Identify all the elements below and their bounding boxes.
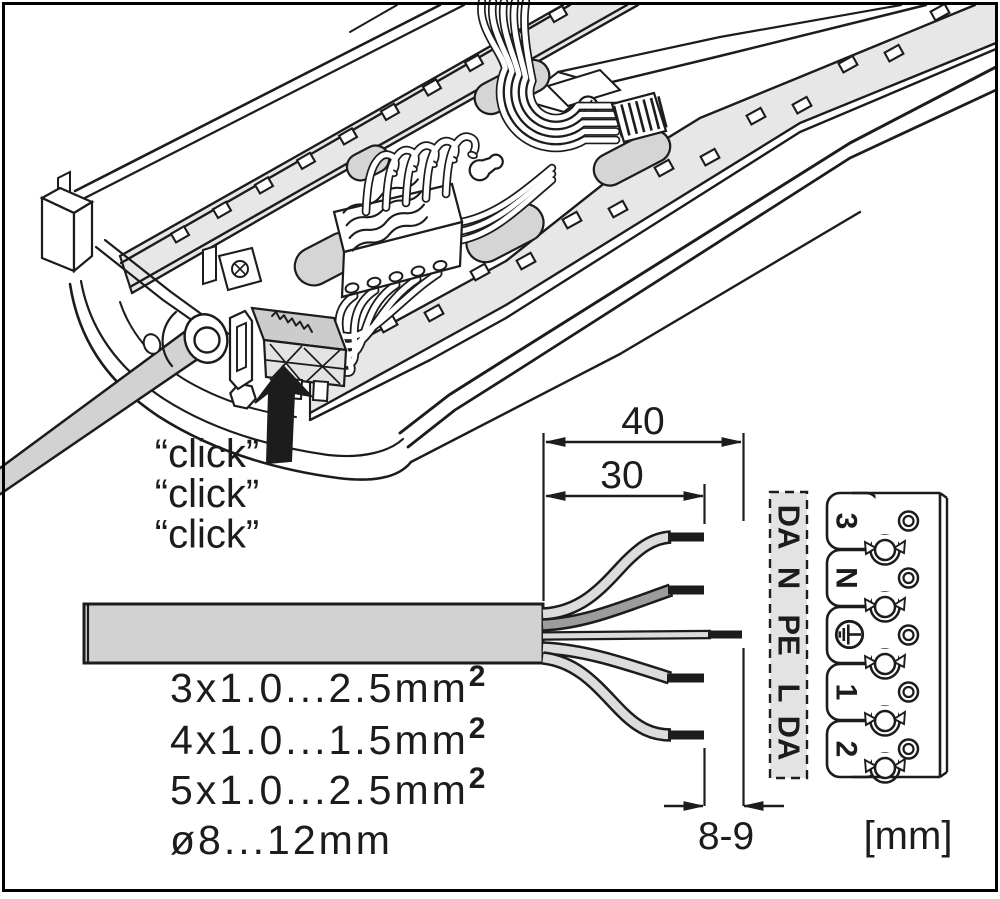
svg-text:40: 40 — [621, 400, 664, 443]
svg-text:30: 30 — [600, 454, 643, 497]
svg-text:N: N — [772, 567, 807, 589]
svg-text:1: 1 — [830, 684, 863, 701]
svg-text:N: N — [830, 567, 863, 589]
svg-text:3x1.0...2.5mm2: 3x1.0...2.5mm2 — [170, 660, 488, 711]
svg-text:PE: PE — [772, 614, 807, 655]
svg-text:2: 2 — [830, 741, 863, 758]
svg-text:3: 3 — [830, 513, 863, 530]
svg-text:“click”: “click” — [155, 432, 259, 476]
svg-text:DA: DA — [772, 716, 807, 761]
svg-text:DA: DA — [772, 505, 807, 550]
svg-text:8-9: 8-9 — [698, 815, 754, 858]
svg-text:L: L — [772, 684, 807, 703]
svg-text:“click”: “click” — [155, 472, 259, 516]
svg-text:“click”: “click” — [155, 513, 259, 557]
svg-text:4x1.0...1.5mm2: 4x1.0...1.5mm2 — [170, 712, 488, 763]
svg-text:ø8...12mm: ø8...12mm — [170, 817, 393, 863]
svg-text:5x1.0...2.5mm2: 5x1.0...2.5mm2 — [170, 762, 488, 813]
svg-text:[mm]: [mm] — [864, 814, 953, 858]
